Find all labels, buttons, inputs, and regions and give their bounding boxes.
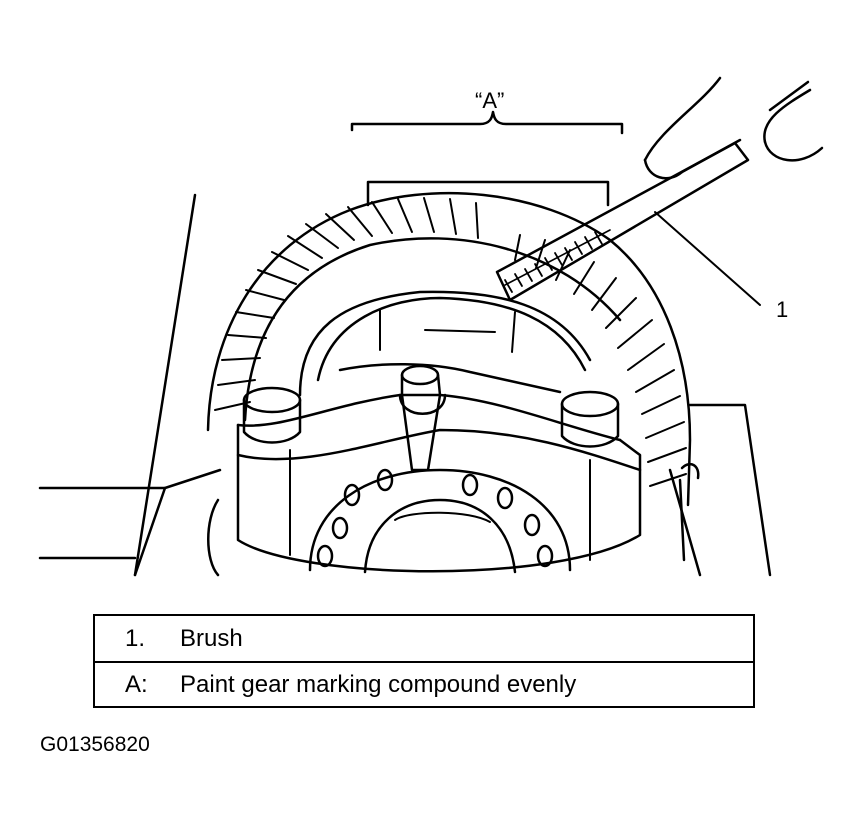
cap-bolt-right [560, 390, 620, 448]
lock-tab [398, 364, 447, 472]
legend-table: 1. Brush A: Paint gear marking compound … [93, 614, 755, 708]
legend-row-brush: 1. Brush [95, 616, 753, 663]
callout-1-label: 1 [776, 297, 788, 322]
brush [495, 141, 750, 302]
hand [643, 76, 824, 180]
callout-a-bracket [350, 110, 624, 135]
housing [38, 180, 772, 577]
flange [308, 468, 572, 574]
cap-bolt-left [242, 386, 302, 444]
legend-row-compound: A: Paint gear marking compound evenly [95, 662, 753, 707]
legend-key: A: [125, 670, 148, 698]
legend-key: 1. [125, 624, 146, 652]
callout-a-label: “A” [475, 88, 504, 113]
legend-text: Paint gear marking compound evenly [180, 670, 577, 698]
legend-text: Brush [180, 624, 243, 652]
housing-right [207, 462, 700, 577]
figure-id: G01356820 [40, 733, 150, 756]
gear-illustration: “A” 1 [38, 76, 824, 577]
ring-gear [206, 191, 692, 507]
carrier-case [316, 296, 587, 394]
bearing-cap [236, 393, 642, 573]
callout-1-leader [654, 211, 761, 306]
